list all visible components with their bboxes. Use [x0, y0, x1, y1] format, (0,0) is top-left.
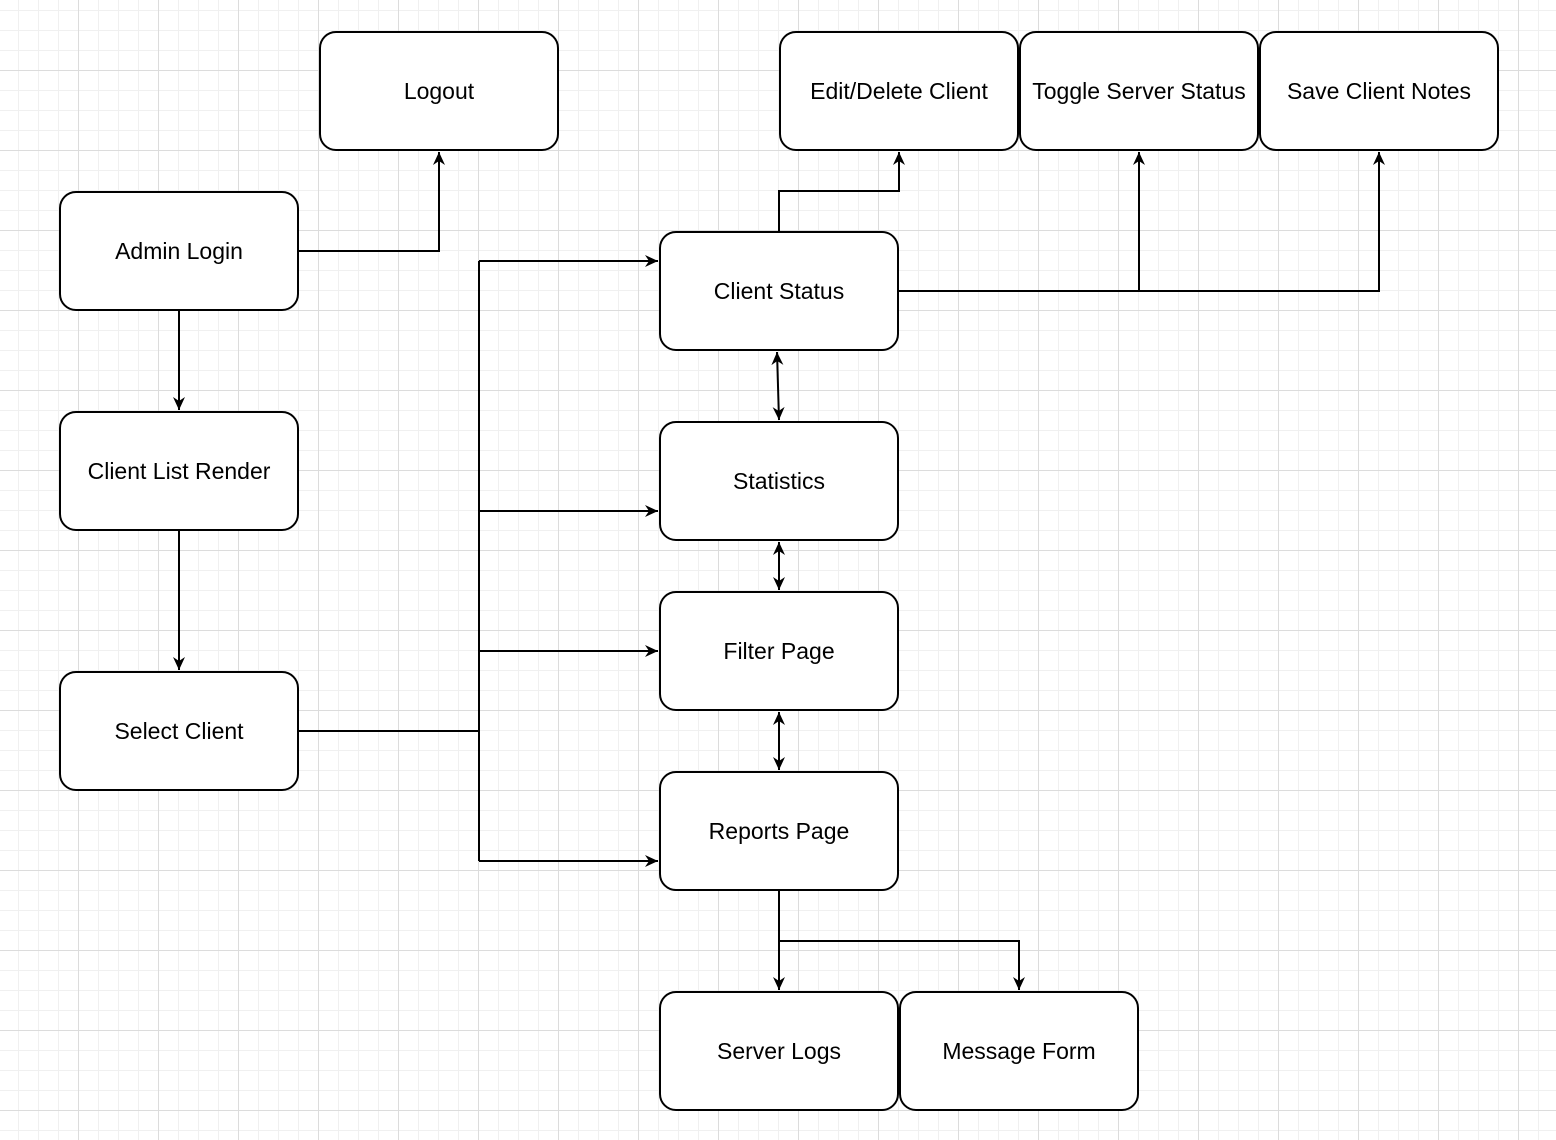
admin-login-node[interactable]: Admin Login: [59, 191, 299, 311]
client-list-render-node[interactable]: Client List Render: [59, 411, 299, 531]
edge-select-client-trunk: [299, 261, 480, 861]
edge-client-status-to-save-notes: [899, 152, 1385, 292]
statistics-node[interactable]: Statistics: [659, 421, 899, 541]
edge-client-status-to-edit-delete: [778, 152, 905, 231]
edge-reports-page-to-message-form: [779, 940, 1025, 990]
save-client-notes-node[interactable]: Save Client Notes: [1259, 31, 1499, 151]
filter-page-node[interactable]: Filter Page: [659, 591, 899, 711]
reports-page-node[interactable]: Reports Page: [659, 771, 899, 891]
select-client-node[interactable]: Select Client: [59, 671, 299, 791]
edge-admin-login-to-logout: [299, 152, 445, 252]
logout-node[interactable]: Logout: [319, 31, 559, 151]
toggle-server-status-node[interactable]: Toggle Server Status: [1019, 31, 1259, 151]
client-status-node[interactable]: Client Status: [659, 231, 899, 351]
server-logs-node[interactable]: Server Logs: [659, 991, 899, 1111]
edit-delete-client-node[interactable]: Edit/Delete Client: [779, 31, 1019, 151]
message-form-node[interactable]: Message Form: [899, 991, 1139, 1111]
edge-client-status-statistics: [771, 351, 785, 421]
